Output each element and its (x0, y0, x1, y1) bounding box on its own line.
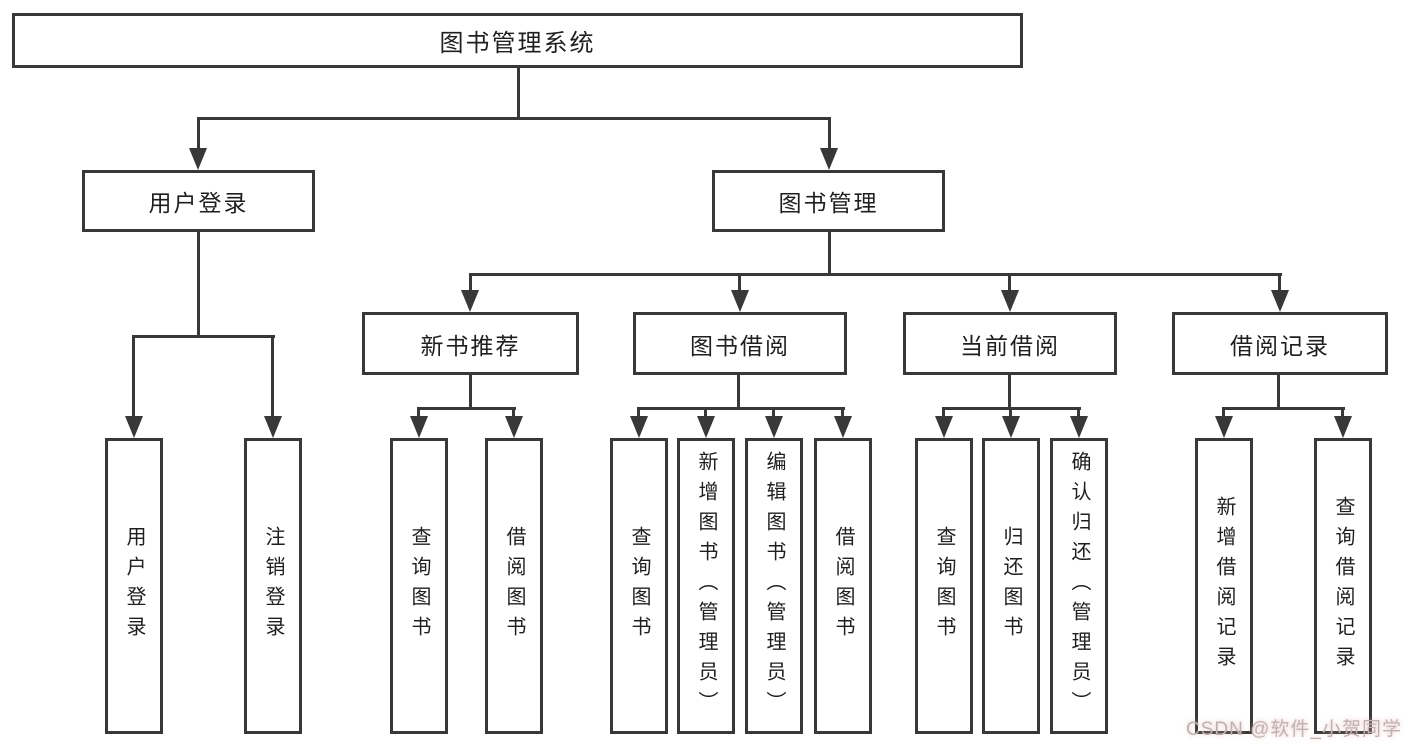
arrow-down-icon (1271, 290, 1289, 312)
arrow-down-icon (1002, 416, 1020, 438)
leaf-add-borrow-record: 新增借阅记录 (1195, 438, 1253, 734)
node-label: 图书管理系统 (439, 30, 596, 57)
leaf-label: 编辑图书（管理员） (763, 451, 785, 721)
arrow-down-icon (505, 416, 523, 438)
arrow-down-icon (1001, 290, 1019, 312)
leaf-query-book-current: 查询图书 (915, 438, 973, 734)
leaf-query-book-borrow: 查询图书 (610, 438, 668, 734)
watermark: CSDN @软件_小贺同学 (1186, 719, 1402, 740)
leaf-edit-book-admin: 编辑图书（管理员） (745, 438, 803, 734)
connector-line (1341, 407, 1344, 419)
connector-line (512, 407, 515, 419)
connector-line (197, 232, 200, 338)
arrow-down-icon (1334, 416, 1352, 438)
arrow-down-icon (125, 416, 143, 438)
leaf-borrow-book: 借阅图书 (814, 438, 872, 734)
node-label: 图书借阅 (690, 332, 790, 359)
node-book-management: 图书管理 (712, 170, 945, 232)
leaf-label: 归还图书 (1000, 526, 1022, 646)
connector-line (417, 407, 420, 419)
connector-line (738, 276, 741, 292)
leaf-user-login: 用户登录 (105, 438, 163, 734)
connector-line (417, 407, 516, 410)
leaf-label: 新增借阅记录 (1213, 496, 1235, 676)
connector-line (197, 117, 831, 120)
node-root: 图书管理系统 (12, 13, 1023, 68)
arrow-down-icon (264, 416, 282, 438)
connector-line (271, 335, 274, 418)
arrow-down-icon (1070, 416, 1088, 438)
arrow-down-icon (935, 416, 953, 438)
connector-line (1009, 407, 1012, 419)
connector-line (469, 273, 1282, 276)
connector-line (517, 68, 520, 118)
connector-line (1277, 375, 1280, 410)
leaf-label: 借阅图书 (503, 526, 525, 646)
connector-line (469, 276, 472, 292)
connector-line (828, 117, 831, 151)
connector-line (737, 375, 740, 410)
connector-line (828, 232, 831, 276)
connector-line (1008, 375, 1011, 410)
node-label: 借阅记录 (1230, 332, 1330, 359)
connector-line (637, 407, 845, 410)
leaf-label: 查询借阅记录 (1332, 496, 1354, 676)
leaf-label: 注销登录 (262, 526, 284, 646)
leaf-confirm-return-admin: 确认归还（管理员） (1050, 438, 1108, 734)
node-label: 图书管理 (778, 190, 879, 216)
node-user-login: 用户登录 (82, 170, 315, 232)
leaf-label: 确认归还（管理员） (1068, 451, 1090, 721)
node-label: 当前借阅 (960, 332, 1060, 359)
connector-line (469, 375, 472, 410)
leaf-borrow-book-recommend: 借阅图书 (485, 438, 543, 734)
connector-line (637, 407, 640, 419)
connector-line (704, 407, 707, 419)
node-book-borrow: 图书借阅 (633, 312, 847, 375)
node-new-book-recommend: 新书推荐 (362, 312, 579, 375)
arrow-down-icon (697, 416, 715, 438)
leaf-query-borrow-record: 查询借阅记录 (1314, 438, 1372, 734)
leaf-logout: 注销登录 (244, 438, 302, 734)
connector-line (1008, 276, 1011, 292)
leaf-add-book-admin: 新增图书（管理员） (677, 438, 735, 734)
arrow-down-icon (1215, 416, 1233, 438)
connector-line (1077, 407, 1080, 419)
leaf-query-book-recommend: 查询图书 (390, 438, 448, 734)
connector-line (1278, 276, 1281, 292)
arrow-down-icon (630, 416, 648, 438)
arrow-down-icon (410, 416, 428, 438)
leaf-label: 借阅图书 (832, 526, 854, 646)
node-label: 新书推荐 (420, 332, 521, 359)
arrow-down-icon (820, 148, 838, 170)
leaf-label: 新增图书（管理员） (695, 451, 717, 721)
arrow-down-icon (731, 290, 749, 312)
connector-line (197, 117, 200, 151)
connector-line (132, 335, 275, 338)
node-label: 用户登录 (148, 190, 249, 216)
leaf-label: 查询图书 (628, 526, 650, 646)
leaf-label: 查询图书 (933, 526, 955, 646)
arrow-down-icon (765, 416, 783, 438)
leaf-label: 查询图书 (408, 526, 430, 646)
node-borrow-records: 借阅记录 (1172, 312, 1388, 375)
connector-line (1222, 407, 1225, 419)
connector-line (772, 407, 775, 419)
arrow-down-icon (189, 148, 207, 170)
connector-line (942, 407, 945, 419)
connector-line (1222, 407, 1345, 410)
node-current-borrow: 当前借阅 (903, 312, 1117, 375)
arrow-down-icon (461, 290, 479, 312)
arrow-down-icon (834, 416, 852, 438)
connector-line (841, 407, 844, 419)
leaf-return-book: 归还图书 (982, 438, 1040, 734)
leaf-label: 用户登录 (123, 526, 145, 646)
connector-line (132, 335, 135, 418)
